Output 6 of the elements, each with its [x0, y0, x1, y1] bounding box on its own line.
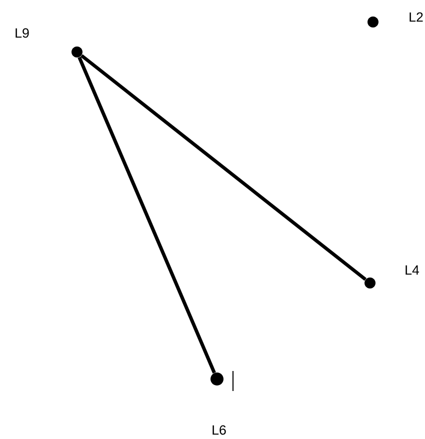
line — [78, 56, 216, 374]
node-label: L9 — [16, 28, 29, 38]
node-label: L4 — [406, 265, 420, 275]
node-label: L2 — [410, 12, 423, 22]
node-label: L6 — [212, 425, 226, 435]
line — [80, 54, 367, 281]
